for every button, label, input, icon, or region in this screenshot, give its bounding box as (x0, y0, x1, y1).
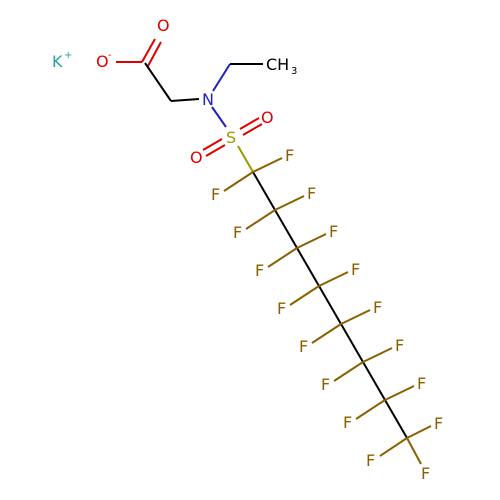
fluorine-label: F (343, 413, 352, 432)
carboxylate-oxygen-label: O (96, 52, 109, 71)
bond-ch2-n (170, 98, 200, 102)
fluorine-label: F (285, 146, 294, 165)
bond-n-s (211, 106, 227, 128)
bond-s-c1 (237, 145, 254, 173)
bond-c1-c2 (252, 171, 276, 211)
bond-c2-f-a (274, 195, 305, 211)
bond-c7-f-a (384, 385, 415, 401)
bond-c3-f-b (267, 247, 298, 268)
bond-c-ch2 (144, 62, 172, 102)
bond-c3-c4 (296, 247, 320, 287)
atom-layer: K + O O - N CH 3 S O O F F F F F F F F F… (52, 16, 443, 483)
bond-c1-f-a (252, 157, 283, 173)
nitrogen-label: N (202, 90, 214, 109)
fluorine-label: F (421, 464, 430, 483)
bond-c5-f-a (340, 309, 371, 325)
methyl-label: CH (266, 55, 289, 74)
bond-c7-c8 (384, 399, 408, 439)
bond-c7-f-b (355, 399, 386, 420)
fluorine-label: F (329, 222, 338, 241)
sulfonyl-oxygen-right-label: O (261, 108, 274, 127)
bond-c5-f-b (311, 323, 342, 344)
bond-c4-f-a (318, 271, 349, 287)
bond-s-o-right-b (242, 123, 263, 136)
bond-c4-f-b (289, 285, 320, 306)
bond-c2-f-b (245, 209, 276, 230)
bond-s-o-right-a (239, 117, 260, 130)
fluorine-label: F (395, 336, 404, 355)
fluorine-label: F (277, 299, 286, 318)
bond-c-o-double-a (141, 38, 156, 63)
fluorine-label: F (417, 374, 426, 393)
fluorine-label: F (233, 223, 242, 242)
bond-c6-c7 (362, 361, 386, 401)
fluorine-label: F (321, 375, 330, 394)
bond-c6-f-b (333, 361, 364, 382)
carbonyl-oxygen-label: O (157, 16, 170, 35)
fluorine-label: F (373, 298, 382, 317)
fluorine-label: F (351, 260, 360, 279)
fluorine-label: F (366, 451, 375, 470)
bond-c-o-double-b (147, 41, 162, 67)
bond-c6-f-a (362, 347, 393, 363)
fluorine-label: F (434, 414, 443, 433)
bond-c3-f-a (296, 233, 327, 249)
potassium-charge: + (64, 50, 72, 61)
bond-n-ethyl (212, 63, 231, 92)
bond-c1-f-b (223, 171, 254, 192)
fluorine-label: F (211, 185, 220, 204)
fluorine-label: F (307, 184, 316, 203)
methyl-subscript: 3 (291, 66, 297, 77)
fluorine-label: F (299, 337, 308, 356)
bond-c8-f-b (379, 437, 408, 457)
bond-s-o-left-b (205, 144, 226, 157)
bond-c8-f-a (406, 425, 432, 439)
sulfur-label: S (226, 128, 236, 147)
carboxylate-charge: - (108, 50, 112, 61)
bond-c2-c3 (274, 209, 298, 249)
bond-c4-c5 (318, 285, 342, 325)
fluorine-label: F (255, 261, 264, 280)
bond-s-o-left-a (202, 138, 223, 151)
sulfonyl-oxygen-left-label: O (190, 148, 203, 167)
bond-c8-f-c (406, 437, 422, 465)
potassium-label: K (52, 52, 63, 71)
bond-layer (116, 38, 432, 465)
bond-c5-c6 (340, 323, 364, 363)
